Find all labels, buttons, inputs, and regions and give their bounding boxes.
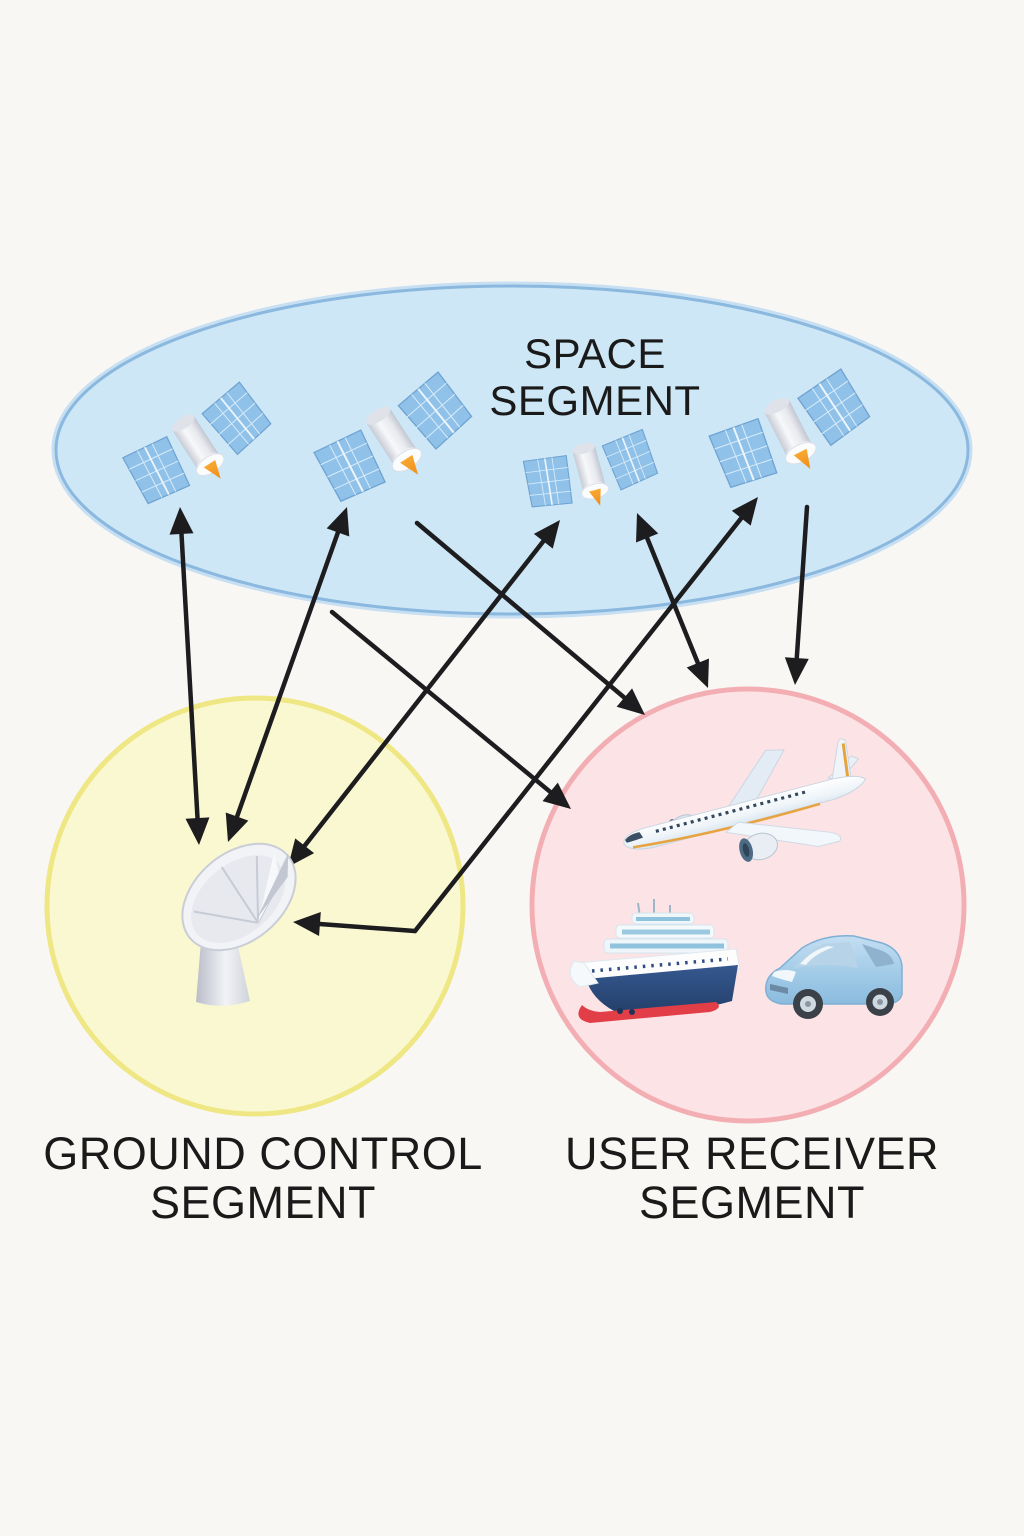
user-label-line1: USER RECEIVER <box>564 1128 940 1179</box>
car-icon <box>765 935 903 1019</box>
link-sat2-user <box>414 520 645 715</box>
cruise-ship-icon <box>569 899 741 1023</box>
link-sat3-user <box>636 513 709 688</box>
link-ground-sat2 <box>225 507 350 842</box>
arrowhead <box>288 838 315 867</box>
arrowhead <box>293 912 321 936</box>
space-label-line2: SEGMENT <box>489 377 701 424</box>
arrowhead <box>169 507 194 535</box>
arrowhead <box>533 520 560 549</box>
ground-control-segment-label: GROUND CONTROL SEGMENT <box>15 1129 511 1227</box>
links-layer <box>169 497 810 936</box>
arrowhead <box>784 657 809 685</box>
user-receiver-segment-label: USER RECEIVER SEGMENT <box>504 1129 1000 1227</box>
space-label-line1: SPACE <box>524 330 666 377</box>
link-space-user <box>329 609 571 809</box>
airplane-icon <box>623 738 867 862</box>
space-segment-area <box>54 284 970 616</box>
arrowhead <box>225 812 249 842</box>
user-label-line2: SEGMENT <box>638 1177 866 1228</box>
satellite-dish-icon <box>181 842 297 1006</box>
link-ground-sat1 <box>169 507 210 845</box>
link-ground-sat4 <box>293 497 758 936</box>
space-segment-label: SPACE SEGMENT <box>395 330 795 424</box>
arrowhead <box>731 497 758 526</box>
arrowhead <box>616 688 645 715</box>
ground-label-line2: SEGMENT <box>149 1177 377 1228</box>
arrowhead <box>686 658 709 688</box>
ground-label-line1: GROUND CONTROL <box>43 1128 483 1179</box>
link-sat4-user <box>784 504 810 685</box>
arrowhead <box>636 513 659 543</box>
arrowhead <box>542 782 571 809</box>
user-receiver-segment-area <box>529 686 967 1124</box>
arrowhead <box>185 817 210 845</box>
arrowhead <box>326 507 350 537</box>
link-ground-sat3 <box>288 520 560 867</box>
